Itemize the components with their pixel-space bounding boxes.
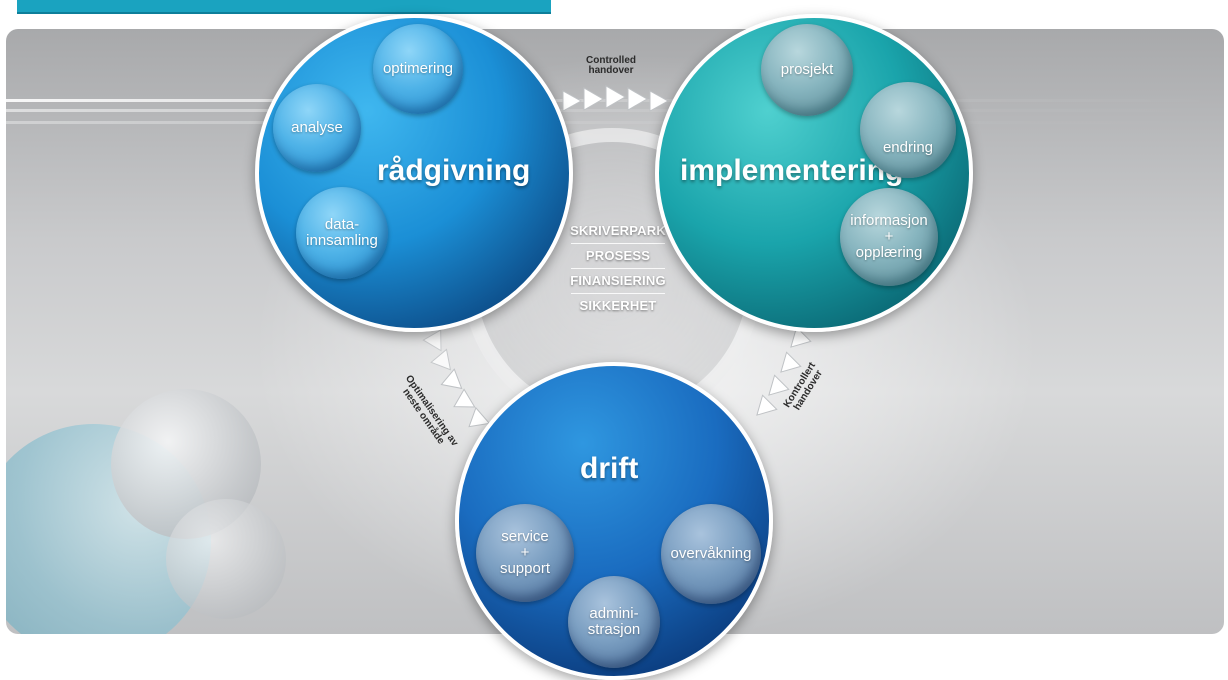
bubble-label: data- innsamling	[306, 217, 378, 249]
bubble-endring: endring	[860, 82, 956, 178]
bubble-label: overvåkning	[670, 545, 752, 562]
arrow-right-icon	[627, 87, 648, 111]
arrow-right-icon	[562, 90, 583, 112]
pillar-label: SIKKERHET	[579, 298, 657, 313]
arrow-up-icon	[430, 348, 452, 371]
bubble-label: admini- strasjon	[588, 606, 641, 638]
bubble-label-line: service	[501, 528, 549, 545]
bubble-label-line: opplæring	[855, 244, 923, 261]
arrow-down-icon	[756, 394, 778, 416]
pillar-label: FINANSIERING	[570, 273, 666, 288]
implementering-title: implementering	[680, 154, 904, 187]
arrow-down-icon	[790, 326, 812, 348]
pillar-divider	[571, 268, 665, 269]
bubble-administrasjon: admini- strasjon	[568, 576, 660, 668]
light-streak	[6, 121, 1224, 124]
arrow-down-icon	[780, 351, 802, 373]
bubble-label-line: +	[520, 544, 530, 561]
bubble-label: prosjekt	[780, 61, 834, 78]
bubble-analyse: analyse	[273, 84, 361, 172]
radgivning-title: rådgivning	[377, 154, 531, 187]
bubble-label-line: innsamling	[306, 232, 378, 249]
pillar-divider	[571, 243, 665, 244]
decorative-sphere	[166, 499, 286, 619]
arrow-label-top: Controlled handover	[586, 56, 636, 76]
arrow-up-icon	[440, 368, 463, 390]
bubble-label: endring	[882, 139, 934, 156]
bubble-service-support: service + support	[476, 504, 574, 602]
pillar-label: PROSESS	[585, 248, 651, 263]
arrow-right-icon	[649, 90, 670, 112]
bubble-label: informasjon + opplæring	[850, 213, 928, 261]
bubble-label: service + support	[500, 529, 550, 577]
center-pillars: SKRIVERPARK PROSESS FINANSIERING SIKKERH…	[557, 221, 679, 316]
bubble-optimering: optimering	[373, 24, 463, 114]
bubble-label-line: admini-	[589, 605, 639, 622]
arrow-right-icon	[605, 85, 626, 109]
bubble-label-line: data-	[324, 216, 360, 233]
bubble-overvakning: overvåkning	[661, 504, 761, 604]
bubble-label-line: strasjon	[587, 621, 641, 638]
bubble-prosjekt: prosjekt	[761, 24, 853, 116]
drift-title: drift	[580, 452, 639, 485]
bubble-label: optimering	[382, 60, 454, 77]
bubble-label-line: informasjon	[850, 212, 928, 229]
arrow-right-icon	[583, 87, 604, 111]
arrow-label-line: handover	[588, 65, 634, 76]
top-accent-bar	[17, 0, 551, 14]
bubble-label: analyse	[291, 119, 343, 136]
arrow-up-icon	[422, 329, 442, 352]
pillar-divider	[571, 293, 665, 294]
bubble-informasjon-opplaering: informasjon + opplæring	[840, 188, 938, 286]
arrow-down-icon	[768, 374, 790, 396]
bubble-datainnsamling: data- innsamling	[296, 187, 388, 279]
light-streak	[6, 109, 1224, 112]
arrow-up-icon	[468, 406, 491, 428]
bubble-label-line: +	[884, 228, 894, 245]
arrow-up-icon	[453, 388, 476, 408]
arrow-label-line: Controlled	[586, 55, 636, 66]
pillar-label: SKRIVERPARK	[570, 223, 666, 238]
bubble-label-line: support	[499, 560, 551, 577]
